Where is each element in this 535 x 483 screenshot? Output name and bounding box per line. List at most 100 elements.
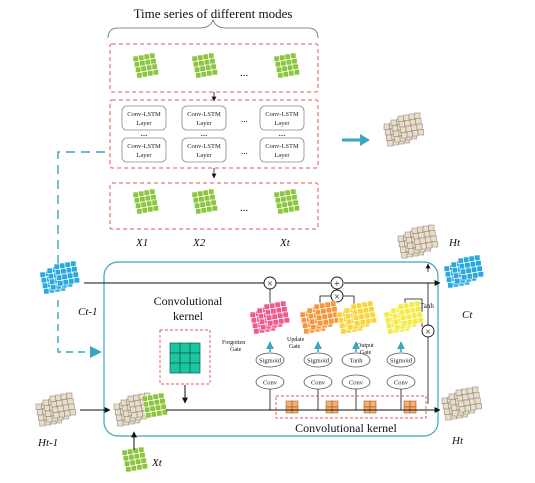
input-grid-3 bbox=[273, 52, 300, 79]
update-gate-label-1: Update bbox=[287, 337, 305, 343]
conv-kernel-label-2: kernel bbox=[173, 309, 204, 323]
kernel-cell bbox=[189, 352, 201, 364]
activation-oval-label: Conv bbox=[349, 380, 364, 387]
convlstm-layer-box bbox=[181, 105, 227, 131]
label-ct: Ct bbox=[462, 309, 473, 321]
convlstm-layer-box bbox=[121, 105, 167, 131]
forget-multiply: × bbox=[263, 276, 277, 290]
label-x2: X2 bbox=[192, 237, 206, 249]
activation-oval-label: Sigmoid bbox=[390, 358, 413, 365]
small-kernel-cell bbox=[369, 400, 377, 408]
small-kernel-cell bbox=[285, 400, 293, 408]
xt-input-grid bbox=[121, 446, 148, 473]
label-ht-bottom: Ht bbox=[451, 435, 464, 447]
ct-prev-stack bbox=[39, 260, 80, 295]
label-ht-prev: Ht-1 bbox=[37, 437, 58, 449]
output-grid-1 bbox=[132, 188, 159, 215]
convlstm-layer-label: Layer bbox=[274, 152, 290, 159]
conv-kernel-box bbox=[159, 329, 211, 385]
convlstm-layer-label: Conv-LSTM bbox=[187, 143, 221, 150]
bottom-kernel-label: Convolutional kernel bbox=[295, 421, 397, 435]
convlstm-layer-label: Conv-LSTM bbox=[187, 111, 221, 118]
label-ht-top: Ht bbox=[448, 237, 461, 249]
svg-text:×: × bbox=[425, 327, 431, 338]
input-grid-1 bbox=[132, 52, 159, 79]
convlstm-layer-box bbox=[181, 137, 227, 163]
convlstm-layer-grid: Conv-LSTMLayerConv-LSTMLayer...Conv-LSTM… bbox=[121, 105, 305, 163]
result-arrow-head bbox=[360, 134, 370, 146]
activation-oval-label: Conv bbox=[394, 380, 409, 387]
ct-stack bbox=[443, 254, 484, 289]
update-connector bbox=[319, 295, 331, 305]
convlstm-layer-label: Conv-LSTM bbox=[127, 143, 161, 150]
output-gate-stack bbox=[383, 300, 424, 335]
output-modes-box bbox=[109, 182, 319, 230]
ht-bottom-stack bbox=[441, 386, 482, 421]
small-kernel-cell bbox=[291, 400, 299, 408]
ct-to-cell-arrow bbox=[90, 346, 102, 358]
diagram-title: Time series of different modes bbox=[134, 6, 293, 21]
convlstm-layer-label: Layer bbox=[136, 152, 152, 159]
activation-ovals: SigmoidConvSigmoidConvTanhConvSigmoidCon… bbox=[255, 352, 416, 410]
convlstm-layer-label: Layer bbox=[196, 152, 212, 159]
ct-link-line bbox=[57, 151, 108, 264]
activation-oval-label: Conv bbox=[263, 380, 278, 387]
convlstm-layer-box bbox=[259, 137, 305, 163]
small-kernel-cell bbox=[325, 400, 333, 408]
small-kernel-cell bbox=[363, 400, 371, 408]
convlstm-layer-label: Conv-LSTM bbox=[265, 111, 299, 118]
label-xt: Xt bbox=[279, 237, 291, 249]
kernel-cell bbox=[169, 342, 181, 354]
activation-oval bbox=[341, 352, 371, 368]
label-xt-input: Xt bbox=[151, 457, 163, 469]
layer-col-ellipsis: ... bbox=[241, 146, 248, 156]
conv-kernel-grid bbox=[169, 342, 201, 374]
layer-col-ellipsis: ... bbox=[241, 114, 248, 124]
output-gate-label-1: Output bbox=[357, 343, 374, 349]
kernel-cell bbox=[169, 352, 181, 364]
convlstm-layer-label: Layer bbox=[136, 120, 152, 127]
activation-oval bbox=[386, 352, 416, 368]
convlstm-layer-label: Layer bbox=[196, 120, 212, 127]
kernel-cell bbox=[189, 362, 201, 374]
activation-oval-label: Sigmoid bbox=[307, 358, 330, 365]
layer-row-ellipsis: ... bbox=[141, 128, 148, 138]
activation-oval-label: Sigmoid bbox=[259, 358, 282, 365]
conv-kernel-label-1: Convolutional bbox=[154, 294, 223, 308]
forget-gate-stack bbox=[249, 300, 290, 335]
small-kernel-cell bbox=[403, 400, 411, 408]
cell-add: + bbox=[330, 276, 344, 290]
kernel-cell bbox=[189, 342, 201, 354]
kernel-cell bbox=[179, 362, 191, 374]
output-multiply: × bbox=[421, 324, 435, 338]
ct-to-cell-line bbox=[57, 300, 92, 353]
title-brace bbox=[107, 18, 319, 39]
result-stack bbox=[383, 112, 424, 147]
convlstm-layer-label: Conv-LSTM bbox=[127, 111, 161, 118]
svg-text:+: + bbox=[334, 279, 340, 290]
candidate-connector bbox=[343, 295, 355, 305]
convlstm-layer-label: Layer bbox=[274, 120, 290, 127]
activation-oval bbox=[303, 352, 333, 368]
kernel-cell bbox=[169, 362, 181, 374]
small-kernel-cell bbox=[331, 400, 339, 408]
svg-text:×: × bbox=[334, 292, 340, 303]
convlstm-cell bbox=[103, 261, 439, 437]
activation-oval-label: Conv bbox=[311, 380, 326, 387]
small-kernel-row bbox=[285, 400, 417, 414]
output-grid-2 bbox=[191, 188, 218, 215]
input-modes-box bbox=[109, 43, 319, 93]
kernel-cell bbox=[179, 342, 191, 354]
output-ellipsis: ... bbox=[240, 202, 249, 214]
label-x1: X1 bbox=[135, 237, 148, 249]
ht-prev-stack bbox=[35, 392, 76, 427]
candidate-stack bbox=[336, 300, 377, 335]
kernel-cell bbox=[179, 352, 191, 364]
bottom-kernel-box bbox=[275, 395, 427, 419]
output-grid-3 bbox=[273, 188, 300, 215]
convlstm-layer-box bbox=[121, 137, 167, 163]
activation-oval bbox=[255, 352, 285, 368]
input-ellipsis: ... bbox=[240, 67, 249, 79]
svg-text:×: × bbox=[267, 279, 273, 290]
